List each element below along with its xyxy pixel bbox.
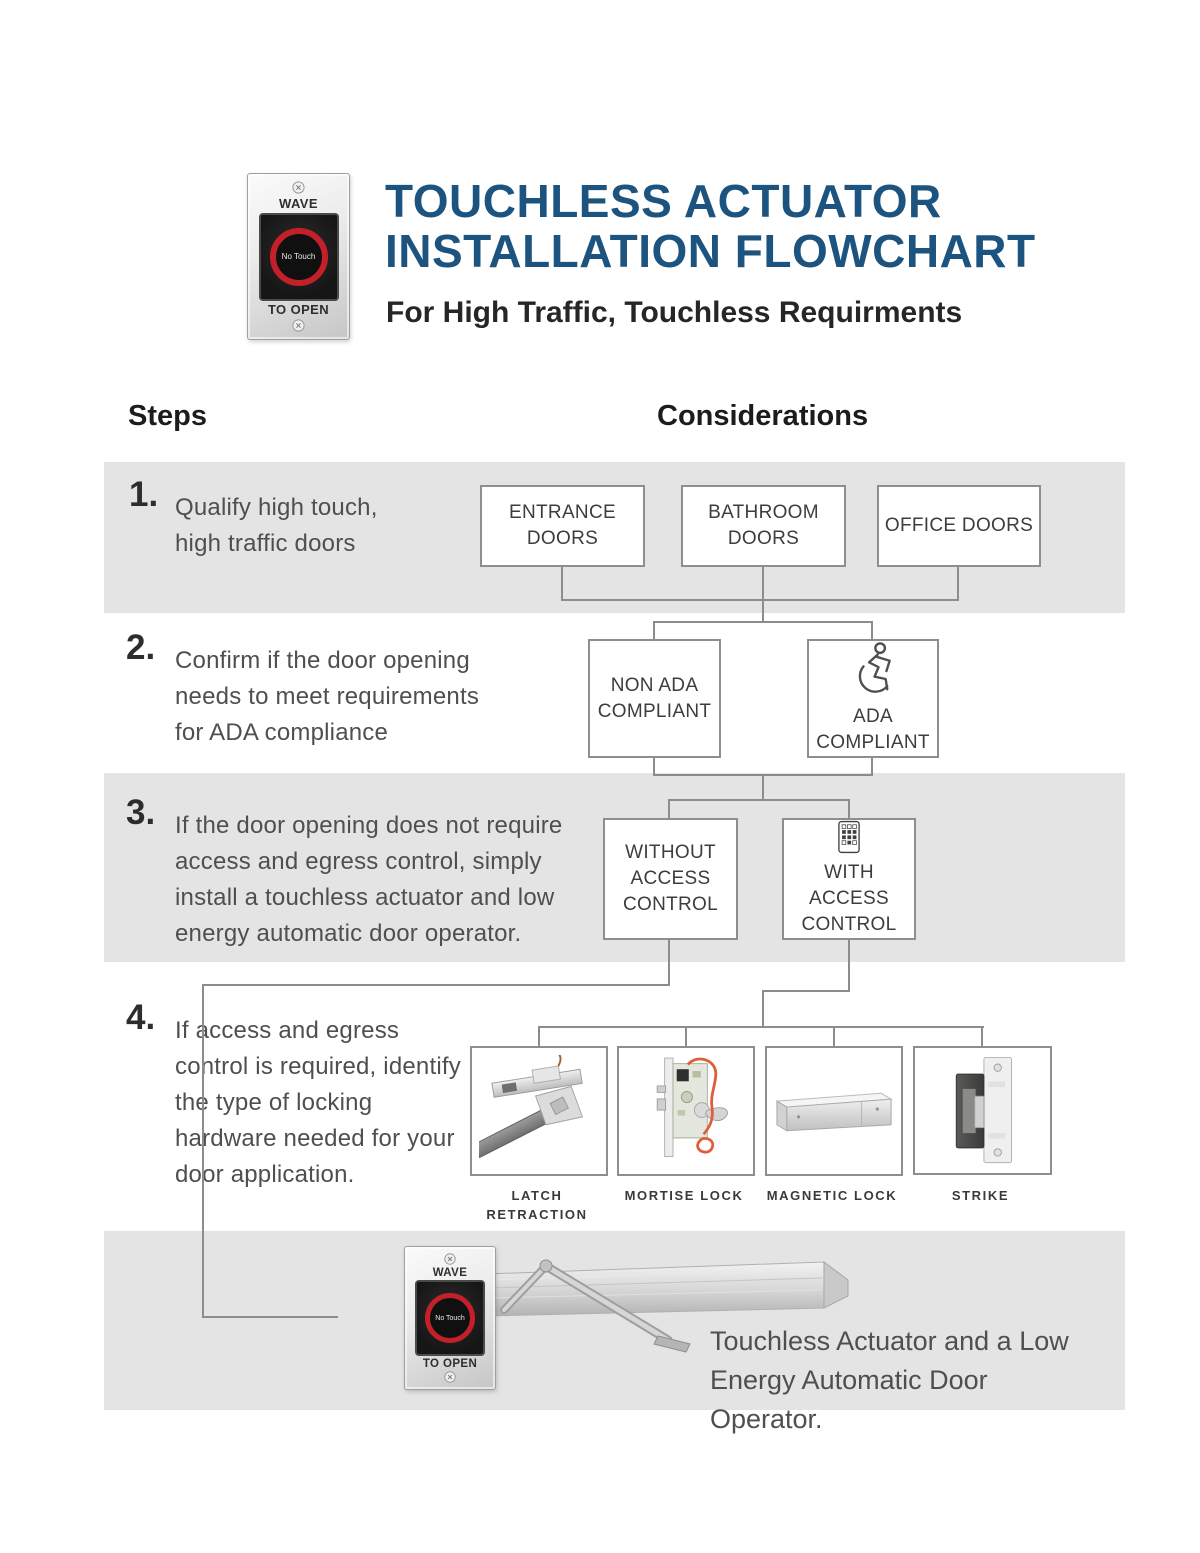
connector-line	[762, 567, 764, 623]
step1-text: Qualify high touch, high traffic doors	[175, 494, 378, 557]
flow-box-bathroom-doors: BATHROOM DOORS	[681, 485, 846, 567]
flow-box-label: WITHOUT ACCESS CONTROL	[623, 842, 718, 915]
flow-box-label: ADA COMPLIANT	[816, 706, 930, 753]
flow-box-office-doors: OFFICE DOORS	[877, 485, 1041, 567]
red-ring: No Touch	[269, 227, 328, 286]
no-touch-label: No Touch	[281, 252, 316, 261]
connector-line	[202, 1316, 338, 1318]
screw-icon	[292, 181, 305, 194]
flow-box-with-access-control: WITH ACCESS CONTROL	[782, 818, 916, 940]
touchless-actuator-image: WAVE No Touch TO OPEN	[247, 173, 350, 340]
title-line-1: TOUCHLESS ACTUATOR	[385, 175, 942, 227]
connector-line	[668, 799, 850, 801]
to-open-label: TO OPEN	[422, 1357, 478, 1370]
flow-box-label: WITH ACCESS CONTROL	[801, 862, 897, 935]
red-ring: No Touch	[425, 1293, 475, 1343]
connector-line	[762, 774, 764, 801]
connector-line	[762, 990, 850, 992]
connector-line	[538, 1026, 984, 1028]
connector-line	[871, 621, 873, 639]
flow-box-without-access-control: WITHOUT ACCESS CONTROL	[603, 818, 738, 940]
latch-retraction-image	[479, 1055, 584, 1159]
sensor-panel: No Touch	[415, 1280, 485, 1356]
hardware-box-mortise-lock	[617, 1046, 755, 1176]
connector-line	[653, 621, 655, 639]
hardware-label: LATCH RETRACTION	[486, 1188, 588, 1222]
flow-box-label: ENTRANCE DOORS	[509, 502, 616, 549]
step3-text: If the door opening does not require acc…	[175, 812, 563, 947]
connector-line	[871, 758, 873, 776]
connector-line	[538, 1026, 540, 1046]
wave-label: WAVE	[432, 1266, 468, 1279]
connector-line	[848, 799, 850, 818]
connector-line	[762, 990, 764, 1028]
connector-line	[653, 621, 873, 623]
wave-label: WAVE	[279, 195, 318, 211]
sensor-panel: No Touch	[258, 212, 339, 301]
actuator-plate: WAVE No Touch TO OPEN	[247, 173, 350, 340]
connector-line	[833, 1026, 835, 1046]
touchless-actuator-image: WAVE No Touch TO OPEN	[404, 1246, 496, 1390]
door-operator-image	[486, 1259, 849, 1353]
connector-line	[957, 567, 959, 601]
step3-number: 3.	[126, 793, 156, 832]
page-title: TOUCHLESS ACTUATOR INSTALLATION FLOWCHAR…	[385, 176, 1036, 276]
step2-text: Confirm if the door opening needs to mee…	[175, 647, 480, 746]
keypad-icon	[838, 820, 860, 854]
hardware-label: MAGNETIC LOCK	[766, 1188, 898, 1203]
actuator-plate: WAVE No Touch TO OPEN	[404, 1246, 496, 1390]
flow-box-label: OFFICE DOORS	[884, 515, 1034, 536]
hardware-box-magnetic-lock	[765, 1046, 903, 1176]
step4-text: If access and egress control is required…	[175, 1017, 461, 1188]
connector-line	[848, 940, 850, 992]
steps-heading: Steps	[128, 400, 207, 432]
title-line-2: INSTALLATION FLOWCHART	[385, 225, 1036, 277]
connector-line	[668, 940, 670, 986]
connector-line	[202, 984, 204, 1318]
hardware-box-latch-retraction	[470, 1046, 608, 1176]
to-open-label: TO OPEN	[267, 302, 330, 318]
footer-band	[104, 1231, 1125, 1410]
connector-line	[561, 599, 959, 601]
connector-line	[653, 758, 655, 776]
connector-line	[561, 567, 563, 601]
strike-image	[955, 1056, 1012, 1163]
ada-accessibility-icon	[858, 642, 891, 693]
connector-line	[685, 1026, 687, 1046]
screw-icon	[444, 1371, 456, 1383]
flow-box-non-ada: NON ADA COMPLIANT	[588, 639, 721, 758]
hardware-label: MORTISE LOCK	[624, 1188, 744, 1203]
page-subtitle: For High Traffic, Touchless Requirments	[386, 296, 963, 329]
no-touch-label: No Touch	[435, 1314, 465, 1322]
step1-number: 1.	[129, 475, 159, 514]
magnetic-lock-image	[775, 1092, 893, 1132]
footer-caption: Touchless Actuator and a Low Energy Auto…	[710, 1326, 1069, 1434]
hardware-box-strike	[913, 1046, 1052, 1175]
flow-box-label: BATHROOM DOORS	[708, 502, 819, 549]
connector-line	[202, 984, 670, 986]
considerations-heading: Considerations	[657, 400, 869, 432]
screw-icon	[444, 1253, 456, 1265]
connector-line	[981, 1026, 983, 1046]
hardware-label: STRIKE	[951, 1188, 1010, 1203]
step4-number: 4.	[126, 998, 156, 1037]
flow-box-entrance-doors: ENTRANCE DOORS	[480, 485, 645, 567]
step2-number: 2.	[126, 628, 156, 667]
mortise-lock-image	[656, 1057, 728, 1157]
flow-box-label: NON ADA COMPLIANT	[597, 674, 712, 722]
connector-line	[668, 799, 670, 818]
flow-box-ada: ADA COMPLIANT	[807, 639, 939, 758]
screw-icon	[292, 319, 305, 332]
